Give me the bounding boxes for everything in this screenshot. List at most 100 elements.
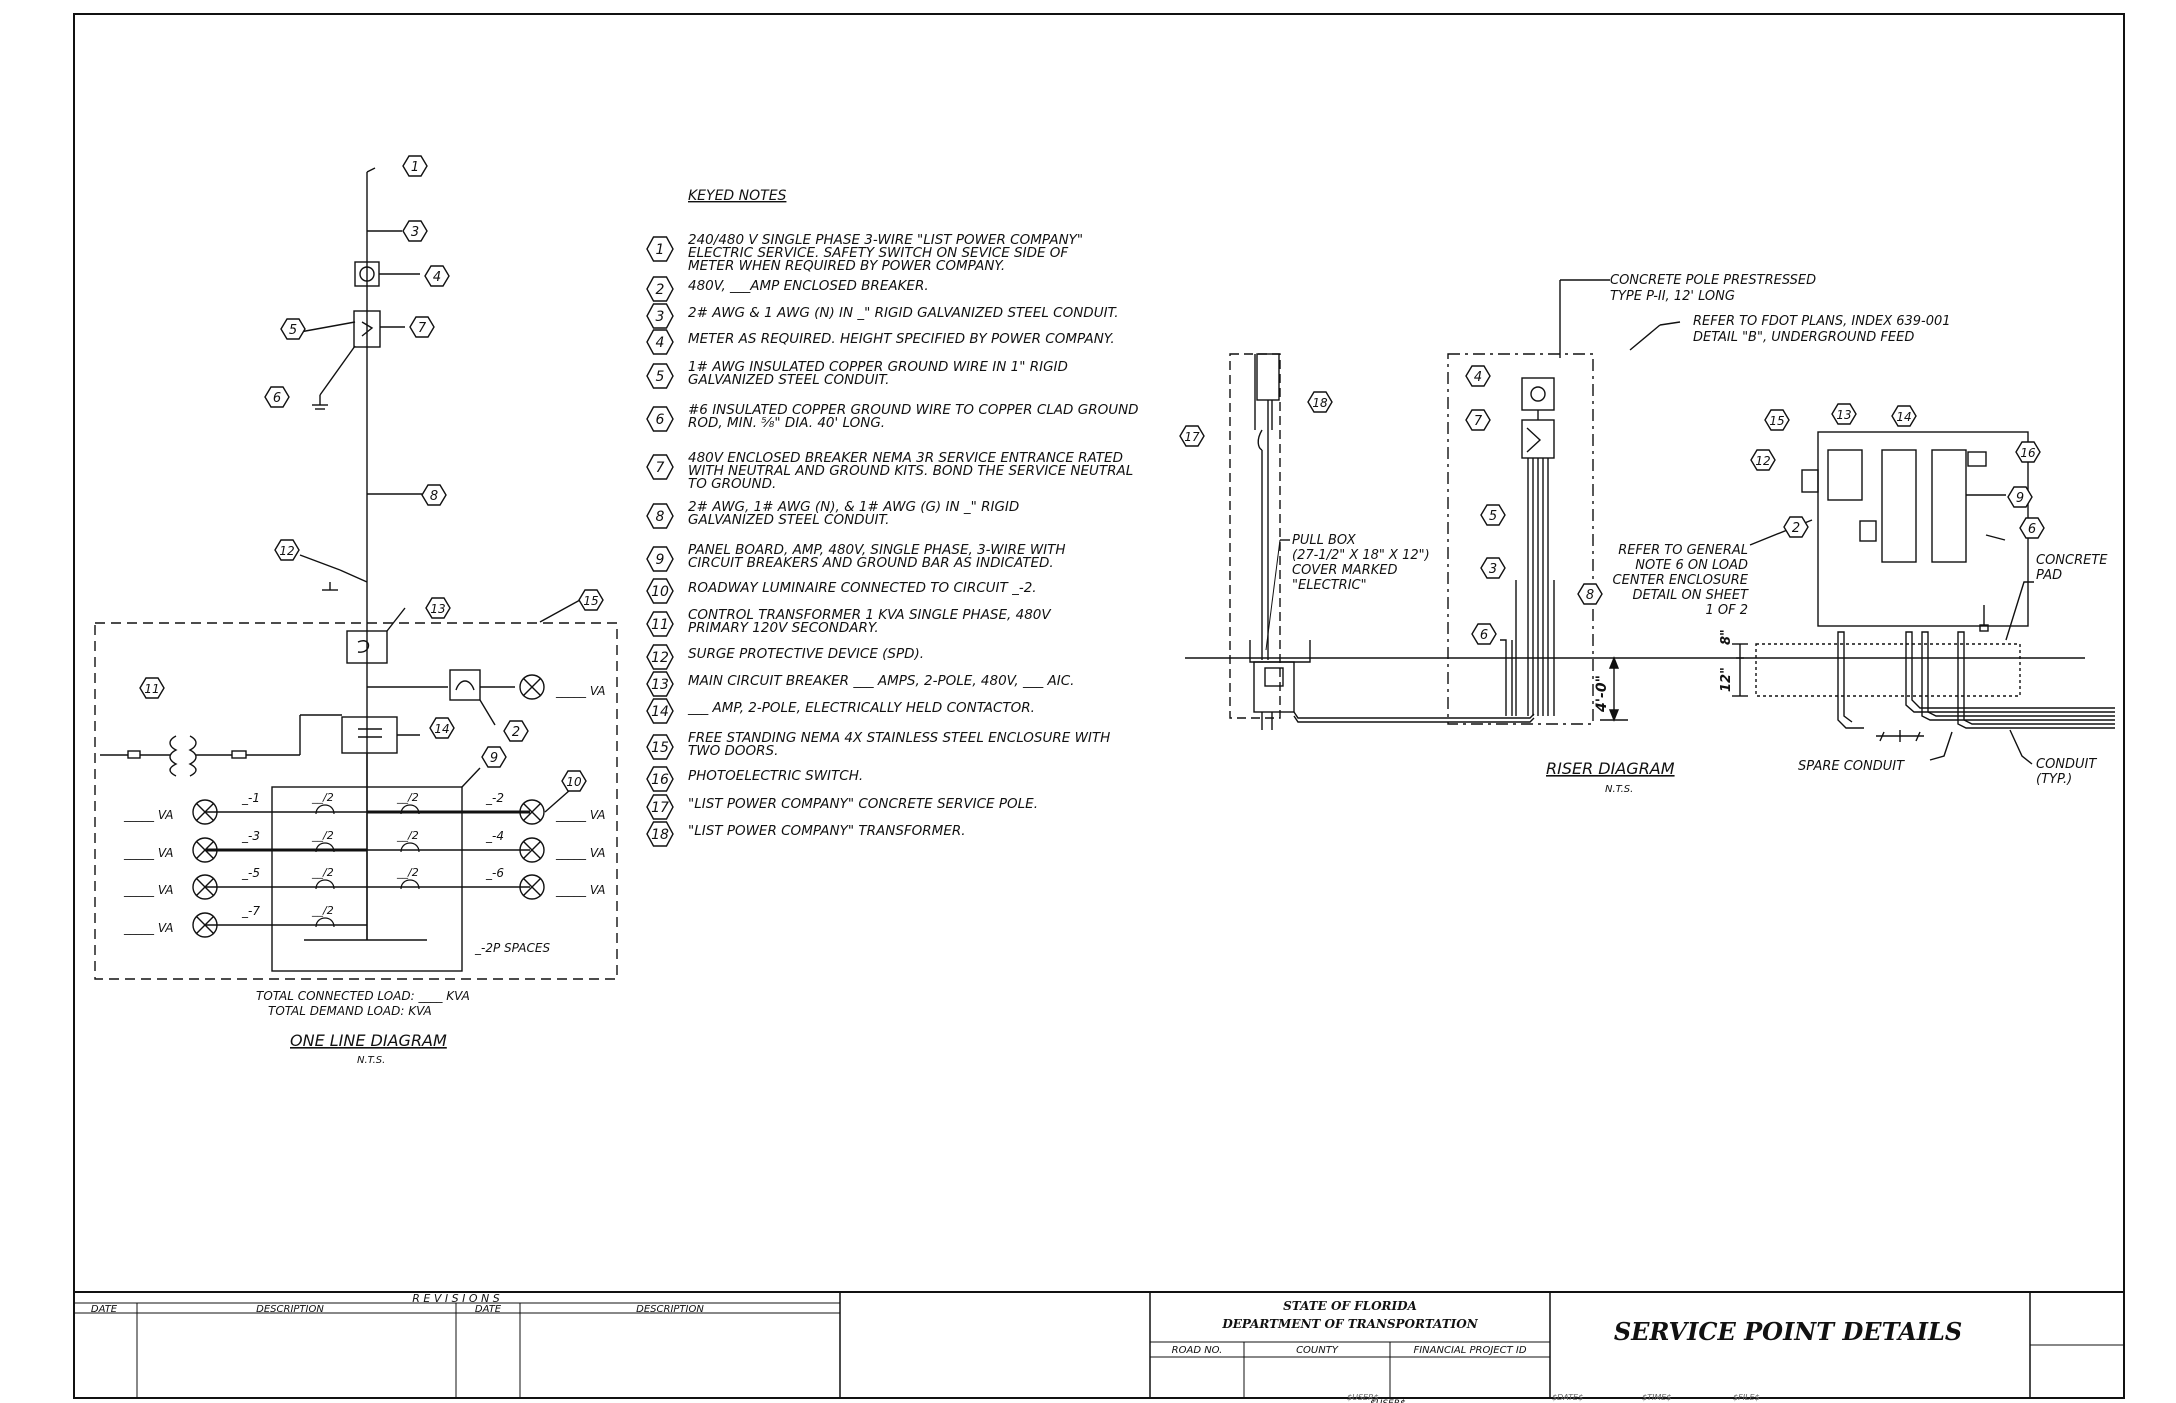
note-line: 1# AWG INSULATED COPPER GROUND WIRE IN 1… [688, 359, 1068, 375]
svg-text:_____ VA: _____ VA [555, 846, 605, 860]
svg-text:CENTER ENCLOSURE: CENTER ENCLOSURE [1613, 573, 1749, 588]
title-block-text: R E V I S I O N S DATE DESCRIPTION DATE … [91, 1292, 1962, 1403]
svg-text:11: 11 [144, 682, 159, 696]
note-line: METER WHEN REQUIRED BY POWER COMPANY. [688, 258, 1005, 274]
note-number: 17 [651, 800, 669, 816]
svg-text:6: 6 [2028, 522, 2036, 537]
note-number: 18 [651, 827, 669, 843]
svg-text:12: 12 [1755, 454, 1770, 468]
note-hex [646, 794, 674, 820]
svg-text:R E V I S I O N S: R E V I S I O N S [412, 1292, 499, 1305]
note-line: MAIN CIRCUIT BREAKER ___ AMPS, 2-POLE, 4… [688, 673, 1074, 689]
one-line-labels: _____ VA _____ VA _____ VA _____ VA ____… [123, 684, 605, 1066]
svg-text:_-3: _-3 [241, 829, 260, 843]
note-line: "LIST POWER COMPANY" TRANSFORMER. [688, 823, 966, 839]
svg-text:_____ VA: _____ VA [555, 684, 605, 698]
riser-callouts: 18 17 4 7 5 3 8 6 15 13 14 16 12 9 2 6 [1179, 365, 2045, 645]
svg-text:__/2: __/2 [396, 866, 419, 879]
note-hex [646, 698, 674, 724]
svg-text:5: 5 [1489, 509, 1497, 524]
note-line: GALVANIZED STEEL CONDUIT. [688, 372, 889, 388]
svg-text:4: 4 [433, 270, 441, 285]
svg-text:CONDUIT: CONDUIT [2036, 757, 2097, 772]
svg-text:STATE OF FLORIDA: STATE OF FLORIDA [1283, 1299, 1417, 1313]
svg-text:7: 7 [1474, 414, 1483, 429]
svg-text:14: 14 [1896, 410, 1911, 424]
note-number: 2 [656, 282, 665, 298]
note-line: 480V, ___AMP ENCLOSED BREAKER. [688, 278, 929, 294]
note-number: 5 [656, 369, 665, 385]
svg-text:(27-1/2" X 18" X 12"): (27-1/2" X 18" X 12") [1292, 548, 1430, 563]
svg-text:REFER TO FDOT PLANS, INDEX 639: REFER TO FDOT PLANS, INDEX 639-001 [1693, 314, 1951, 329]
note-line: FREE STANDING NEMA 4X STAINLESS STEEL EN… [688, 730, 1110, 746]
note-number: 8 [656, 509, 665, 525]
keyed-note-17: 17 "LIST POWER COMPANY" CONCRETE SERVICE … [646, 794, 1038, 820]
note-hex [646, 671, 674, 697]
svg-text:PULL BOX: PULL BOX [1292, 533, 1357, 548]
keyed-note-14: 14___ AMP, 2-POLE, ELECTRICALLY HELD CON… [646, 698, 1035, 724]
svg-text:3: 3 [411, 225, 419, 240]
svg-text:DETAIL "B", UNDERGROUND FEED: DETAIL "B", UNDERGROUND FEED [1693, 330, 1914, 345]
note-number: 12 [651, 650, 669, 666]
note-line: 480V ENCLOSED BREAKER NEMA 3R SERVICE EN… [688, 450, 1123, 466]
svg-text:DESCRIPTION: DESCRIPTION [636, 1304, 704, 1315]
svg-text:1: 1 [411, 160, 419, 175]
svg-text:4: 4 [1474, 370, 1482, 385]
svg-text:14: 14 [434, 722, 449, 736]
note-line: TWO DOORS. [688, 743, 778, 759]
svg-text:_____ VA: _____ VA [123, 846, 173, 860]
note-line: PANEL BOARD, AMP, 480V, SINGLE PHASE, 3-… [688, 542, 1066, 558]
svg-text:15: 15 [583, 594, 598, 608]
svg-text:_-2P SPACES: _-2P SPACES [474, 941, 550, 955]
riser-labels: CONCRETE POLE PRESTRESSED TYPE P-II, 12'… [1292, 273, 2108, 795]
note-line: ROD, MIN. ⅝" DIA. 40' LONG. [688, 415, 885, 431]
sheet-title: SERVICE POINT DETAILS [1614, 1317, 1962, 1346]
svg-text:SPARE CONDUIT: SPARE CONDUIT [1798, 759, 1905, 774]
svg-text:DESCRIPTION: DESCRIPTION [256, 1304, 324, 1315]
svg-text:DEPARTMENT OF TRANSPORTATION: DEPARTMENT OF TRANSPORTATION [1221, 1317, 1478, 1331]
svg-text:$TIME$: $TIME$ [1642, 1393, 1671, 1402]
sheet-border [73, 13, 2125, 1399]
note-hex [646, 363, 674, 389]
svg-text:NOTE 6 ON LOAD: NOTE 6 ON LOAD [1635, 558, 1748, 573]
note-line: ___ AMP, 2-POLE, ELECTRICALLY HELD CONTA… [687, 700, 1035, 716]
svg-text:N.T.S.: N.T.S. [357, 1055, 385, 1066]
load-center-detail [1732, 431, 2115, 765]
note-line: "LIST POWER COMPANY" CONCRETE SERVICE PO… [688, 796, 1038, 812]
note-number: 6 [656, 412, 665, 428]
note-number: 10 [651, 584, 669, 600]
svg-text:_-7: _-7 [241, 904, 260, 918]
note-number: 15 [651, 740, 669, 756]
svg-text:_-1: _-1 [241, 791, 260, 805]
svg-text:TOTAL CONNECTED LOAD: ____ KV: TOTAL CONNECTED LOAD: ____ KVA [256, 989, 470, 1003]
note-hex [646, 329, 674, 355]
svg-text:6: 6 [273, 391, 281, 406]
svg-text:12: 12 [279, 544, 294, 558]
note-line: ROADWAY LUMINAIRE CONNECTED TO CIRCUIT _… [688, 580, 1037, 596]
title-block [74, 1291, 2124, 1398]
note-line: TO GROUND. [688, 476, 776, 492]
svg-text:REFER TO GENERAL: REFER TO GENERAL [1618, 543, 1748, 558]
note-line: WITH NEUTRAL AND GROUND KITS. BOND THE S… [688, 463, 1133, 479]
svg-text:8: 8 [1586, 588, 1594, 603]
svg-text:$FILE$: $FILE$ [1733, 1393, 1760, 1402]
riser-title: RISER DIAGRAM [1546, 759, 1675, 778]
svg-text:CONCRETE POLE PRESTRESSED: CONCRETE POLE PRESTRESSED [1610, 273, 1816, 288]
note-hex [646, 821, 674, 847]
note-line: PHOTOELECTRIC SWITCH. [688, 768, 863, 784]
note-line: ELECTRIC SERVICE. SAFETY SWITCH ON SEVIC… [688, 245, 1068, 261]
svg-text:DETAIL ON SHEET: DETAIL ON SHEET [1632, 588, 1749, 603]
note-number: 11 [651, 617, 669, 633]
keyed-note-6: 6#6 INSULATED COPPER GROUND WIRE TO COPP… [646, 402, 1139, 432]
keyed-note-10: 10 ROADWAY LUMINAIRE CONNECTED TO CIRCUIT… [646, 578, 1037, 604]
note-number: 4 [656, 335, 665, 351]
luminaires [192, 674, 545, 938]
svg-text:15: 15 [1769, 414, 1784, 428]
svg-text:DATE: DATE [475, 1304, 502, 1315]
svg-text:8: 8 [430, 489, 438, 504]
note-line: METER AS REQUIRED. HEIGHT SPECIFIED BY P… [688, 331, 1115, 347]
keyed-note-2: 2 480V, ___AMP ENCLOSED BREAKER. [646, 276, 929, 302]
